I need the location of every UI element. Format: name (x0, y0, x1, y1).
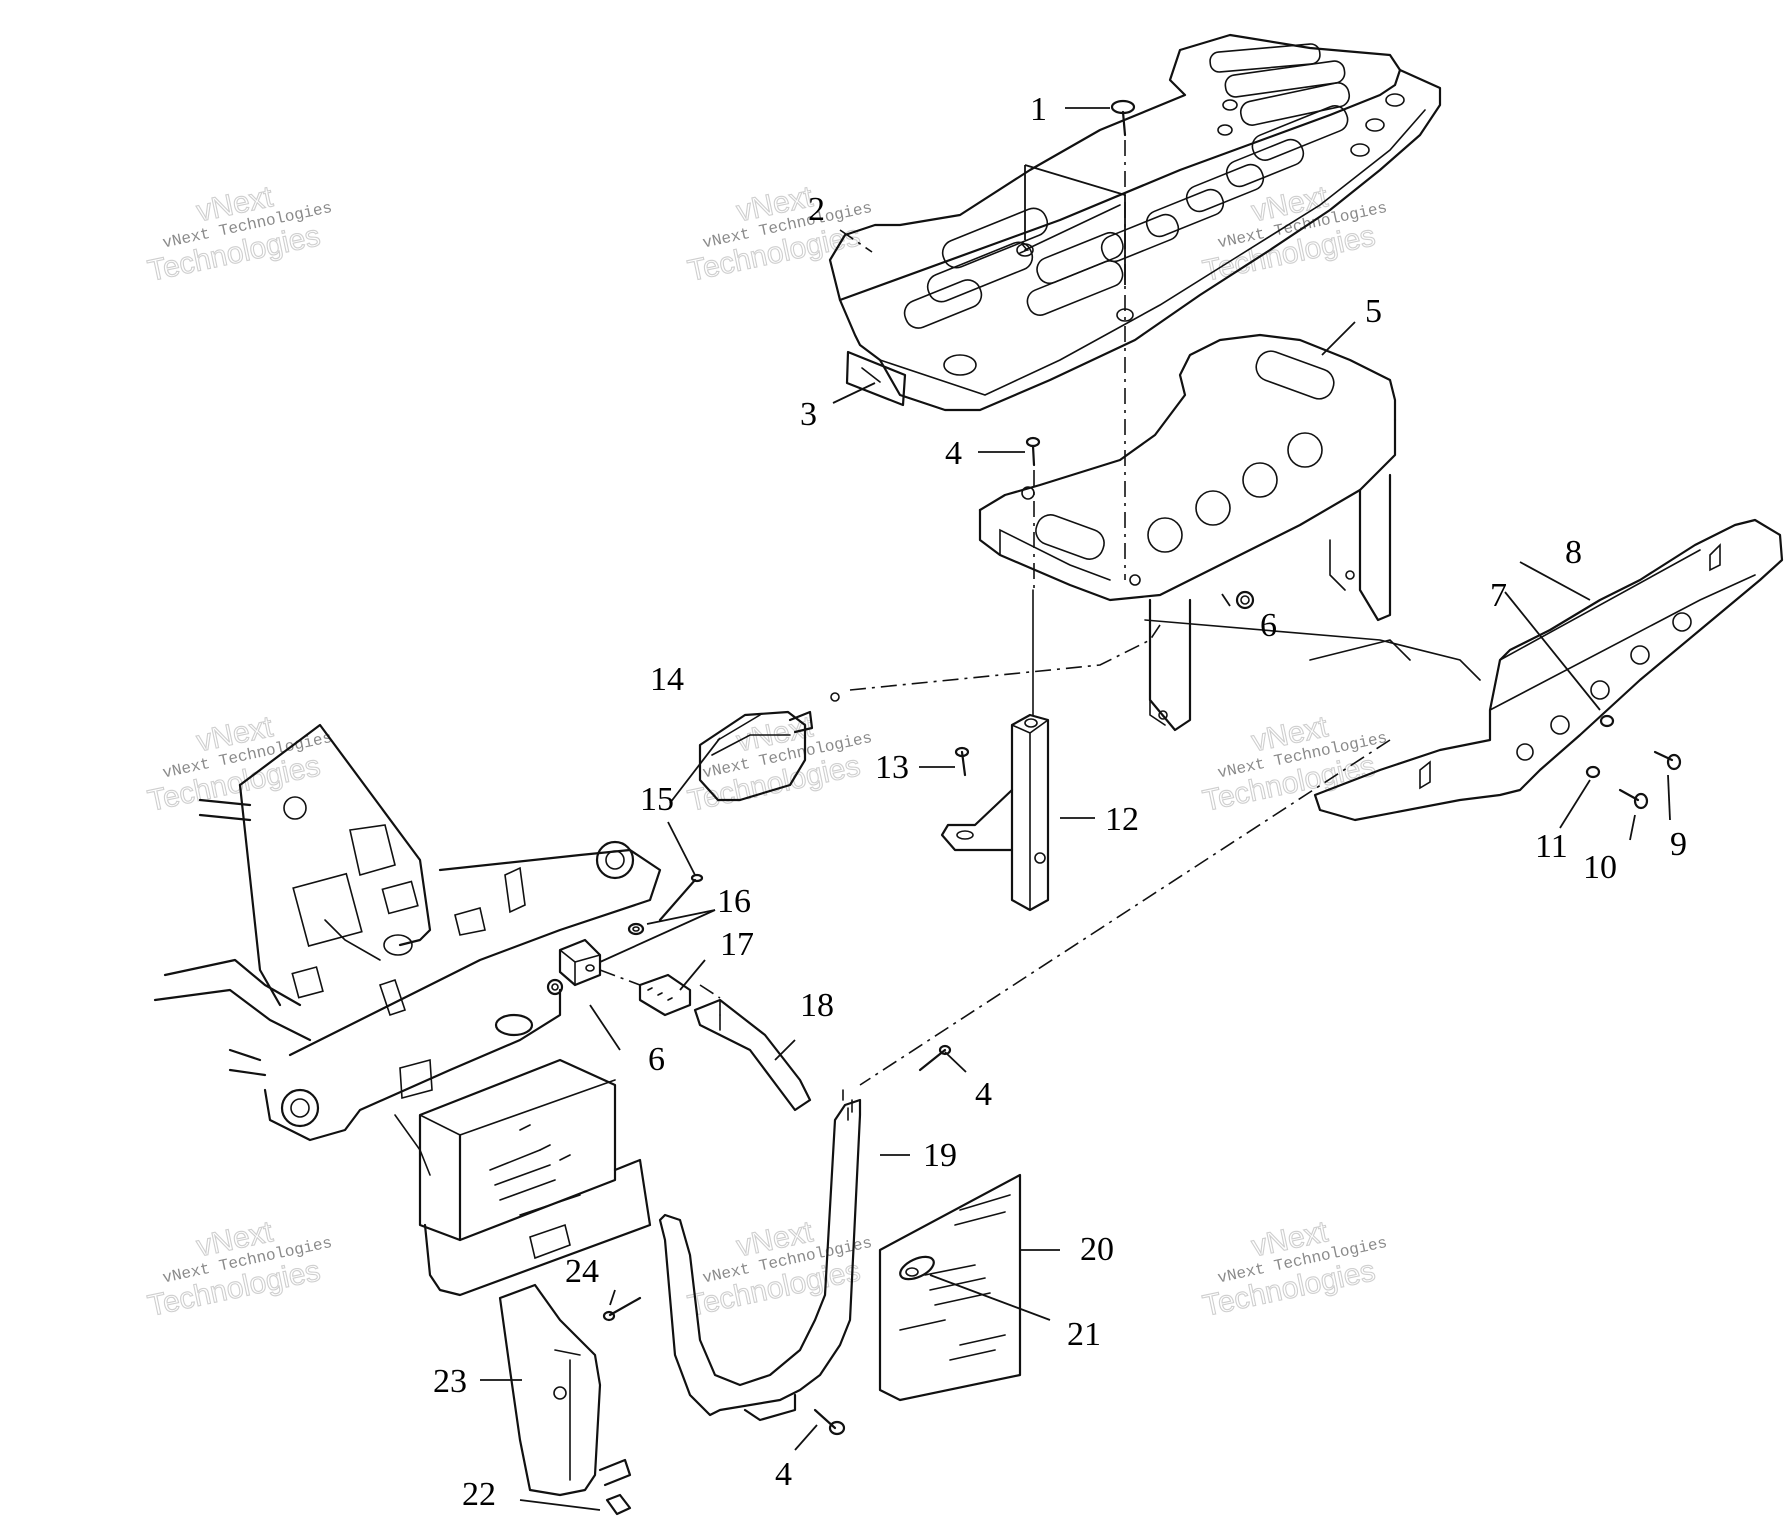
callout-24: 24 (565, 1253, 599, 1290)
callout-20: 20 (1080, 1231, 1114, 1268)
frame (153, 723, 662, 1176)
nut-6-right (1235, 590, 1255, 610)
callout-8: 8 (1565, 534, 1582, 571)
callout-7: 7 (1490, 577, 1507, 614)
side-panel-23 (498, 1283, 632, 1497)
callout-23: 23 (433, 1363, 467, 1400)
radiator (399, 1013, 652, 1297)
callout-5: 5 (1365, 293, 1382, 330)
nut-6-left (546, 978, 564, 996)
callout-4: 4 (945, 435, 962, 472)
callout-2: 2 (808, 191, 825, 228)
callout-6: 6 (1260, 607, 1277, 644)
watermark: vNext vNext Technologies Technologies (684, 710, 873, 819)
upper-rack (828, 33, 1442, 412)
callout-3: 3 (800, 396, 817, 433)
screw-4-bottom (813, 1408, 846, 1436)
bolt-15 (658, 873, 704, 922)
callout-17: 17 (720, 926, 754, 963)
callout-18: 18 (800, 987, 834, 1024)
clamp-16 (558, 938, 602, 987)
callout-4: 4 (775, 1456, 792, 1493)
nut-22 (605, 1493, 632, 1516)
rear-bumper (1313, 518, 1784, 822)
washer-7 (1599, 714, 1615, 728)
bolt-10 (1618, 788, 1649, 810)
bolt-4-top (1025, 436, 1041, 467)
mud-flap-20 (878, 1173, 1022, 1402)
callout-15: 15 (640, 781, 674, 818)
screw-24 (602, 1296, 642, 1322)
callout-6: 6 (648, 1041, 665, 1078)
callout-11: 11 (1535, 828, 1568, 865)
callout-21: 21 (1067, 1316, 1101, 1353)
callout-13: 13 (875, 749, 909, 786)
watermark: vNext vNext Technologies Technologies (144, 180, 333, 289)
screw-13 (954, 746, 970, 777)
callout-12: 12 (1105, 801, 1139, 838)
center-lines (599, 140, 1481, 1101)
callout-9: 9 (1670, 826, 1687, 863)
watermark: vNext vNext Technologies Technologies (1199, 710, 1388, 819)
watermark: vNext vNext Technologies Technologies (684, 180, 873, 289)
watermark: vNext vNext Technologies Technologies (144, 1215, 333, 1324)
watermark: vNext vNext Technologies Technologies (1199, 180, 1388, 289)
callout-19: 19 (923, 1137, 957, 1174)
bolt-9 (1653, 750, 1682, 771)
bolt-1 (1110, 99, 1136, 137)
callout-14: 14 (650, 661, 684, 698)
reflector (845, 350, 907, 407)
tail-light (698, 692, 840, 802)
screw-4-mid (918, 1044, 952, 1072)
watermark: vNext vNext Technologies Technologies (1199, 1215, 1388, 1324)
lower-rack (978, 333, 1397, 732)
guard-frame-19 (658, 1098, 862, 1422)
leader-lines (480, 107, 1671, 1511)
watermark: vNext vNext Technologies Technologies (144, 710, 333, 819)
grommet-17 (638, 973, 692, 1017)
mount-bracket (940, 713, 1050, 912)
support-tube-18 (693, 998, 812, 1112)
watermarks: vNext vNext Technologies Technologies vN… (144, 180, 1388, 1324)
callout-4: 4 (975, 1076, 992, 1113)
callout-1: 1 (1030, 91, 1047, 128)
washer-16 (627, 922, 645, 936)
callout-16: 16 (717, 883, 751, 920)
washer-11 (1585, 765, 1601, 779)
callout-labels: 1 2 3 4 4 5 6 6 7 8 9 10 11 12 13 14 15 … (433, 91, 1687, 1513)
callout-10: 10 (1583, 849, 1617, 886)
plug-21 (899, 1255, 935, 1281)
callout-22: 22 (462, 1476, 496, 1513)
